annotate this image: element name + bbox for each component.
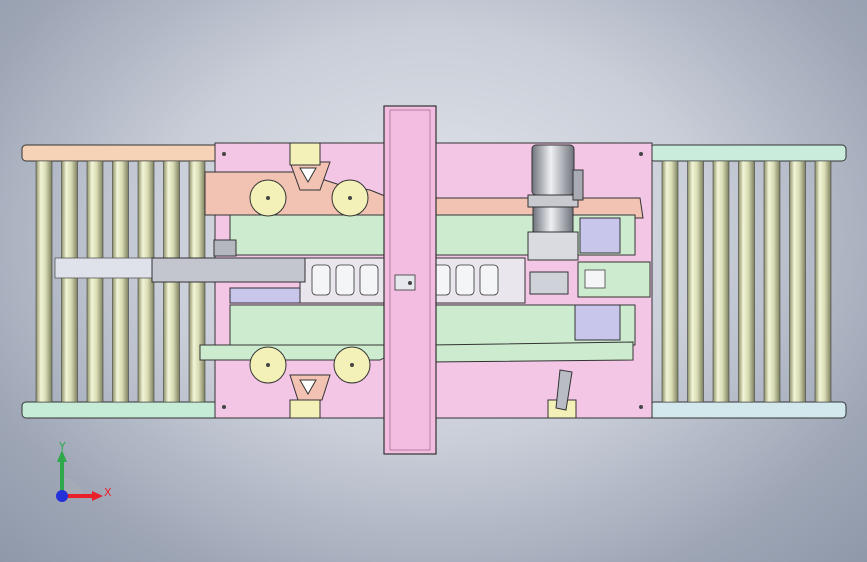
roller [763, 160, 781, 403]
chain-link [335, 264, 355, 296]
roller [712, 160, 730, 403]
lower-guide-bar [429, 341, 634, 363]
motor-flange [527, 194, 579, 208]
motor-body [531, 144, 575, 196]
plate-bolt [222, 405, 226, 409]
roller [61, 160, 78, 403]
roller [35, 160, 53, 403]
lower-wheel-assembly [249, 346, 371, 419]
terminal-box [572, 169, 584, 201]
shaft-cap [584, 269, 606, 289]
roller [86, 160, 104, 403]
roller [661, 160, 679, 403]
left-lavender-block [229, 287, 311, 304]
sprocket [529, 271, 569, 295]
roller [789, 160, 806, 403]
chain-link [479, 264, 499, 296]
roller [814, 160, 832, 403]
y-axis-label: Y [59, 440, 66, 453]
right-top-rail [649, 144, 847, 162]
roller [738, 160, 755, 403]
plate-bolt [639, 152, 643, 156]
bottom-clamp [289, 399, 321, 419]
left-top-rail [21, 144, 219, 162]
right-bottom-rail [649, 401, 847, 419]
chain-link [311, 264, 331, 296]
roller [687, 160, 704, 403]
coordinate-triad: Y X [40, 440, 120, 510]
right-rollers [661, 160, 832, 403]
arm-nut [213, 239, 237, 257]
left-bottom-rail [21, 401, 219, 419]
x-axis-label: X [104, 486, 112, 499]
support-rod [555, 369, 573, 411]
top-clamp [289, 142, 321, 166]
right-roller-conveyor [649, 144, 847, 419]
right-bearing-block-bottom [574, 304, 621, 341]
beam-clamp [394, 274, 416, 291]
roller [112, 160, 129, 403]
plate-bolt [222, 152, 226, 156]
gear-motor [527, 144, 584, 295]
chain-link [359, 264, 379, 296]
coupling [527, 231, 579, 261]
z-axis-dot-icon [56, 490, 68, 502]
chain-link [455, 264, 475, 296]
right-bearing-block-top [579, 217, 621, 254]
pusher-arm [151, 257, 306, 283]
upper-wheel-assembly [249, 142, 369, 217]
plate-bolt [639, 405, 643, 409]
gearbox [532, 206, 574, 233]
